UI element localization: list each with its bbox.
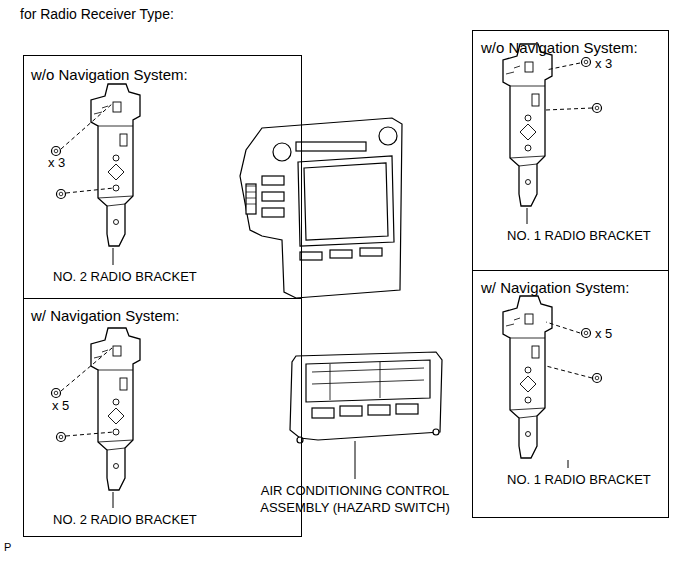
panel-heading: w/ Navigation System: xyxy=(481,279,629,296)
panel-box: w/o Navigation System: x 3 NO. 2 RADIO BRA… xyxy=(23,55,302,299)
quantity-label: x 3 xyxy=(595,57,612,72)
panel-heading: w/ Navigation System: xyxy=(31,307,179,324)
panel-box: w/ Navigation System: x 5 NO. 2 RADIO BRAC… xyxy=(23,298,302,537)
figure-code: P xyxy=(4,541,11,554)
heading: for Radio Receiver Type: xyxy=(20,6,174,22)
part-name: NO. 2 RADIO BRACKET xyxy=(53,513,197,528)
panel-box: w/o Navigation System:x 3 NO. 1 RADIO BRA… xyxy=(472,30,669,271)
part-name: NO. 2 RADIO BRACKET xyxy=(53,270,197,285)
part-name: AIR CONDITIONING CONTROL ASSEMBLY (HAZAR… xyxy=(240,483,470,517)
quantity-label: x 3 xyxy=(48,156,65,171)
panel-box: w/ Navigation System: x 5 NO. 1 RADIO BRAC… xyxy=(472,270,669,518)
part-name: NO. 1 RADIO BRACKET xyxy=(507,229,651,244)
part-name: NO. 1 RADIO BRACKET xyxy=(507,473,651,488)
panel-heading: w/o Navigation System: xyxy=(481,39,638,56)
quantity-label: x 5 xyxy=(595,327,612,342)
panel-heading: w/o Navigation System: xyxy=(31,66,188,83)
quantity-label: x 5 xyxy=(52,399,69,414)
